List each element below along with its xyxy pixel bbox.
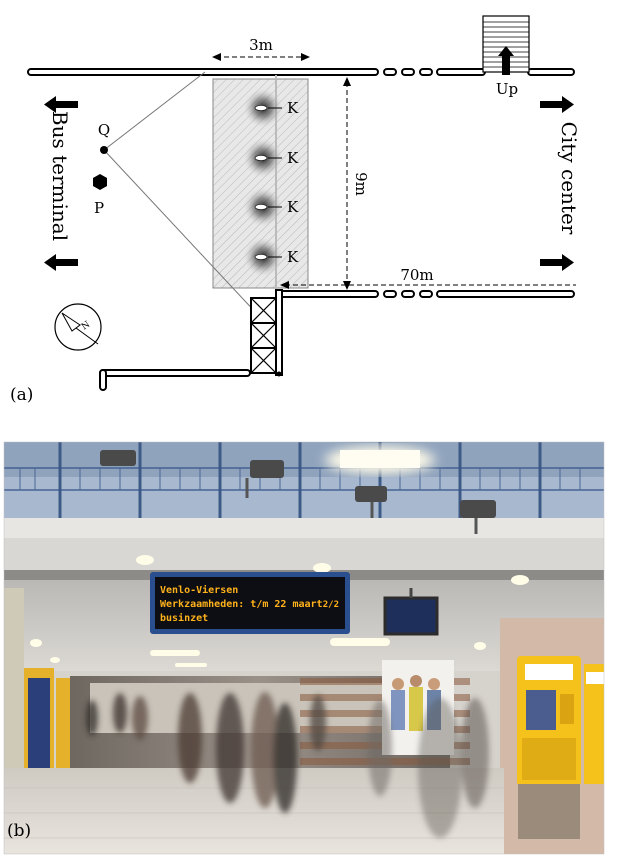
pedestrians <box>86 692 489 838</box>
ticket-machine <box>517 656 581 839</box>
direction-arrows <box>44 96 574 271</box>
camera-view-lines <box>103 71 273 331</box>
sign-line: Werkzaamheden: t/m 22 maart <box>160 599 323 610</box>
right-arrow-icon <box>540 96 574 113</box>
sign-line: Venlo-Viersen <box>160 584 238 596</box>
kiosk-label: K <box>287 248 299 266</box>
point-p-label: P <box>94 199 104 217</box>
ceiling-lights <box>30 555 529 667</box>
panel-b-label: (b) <box>7 821 31 841</box>
station-photo: Venlo-Viersen Werkzaamheden: t/m 22 maar… <box>3 441 605 855</box>
kiosk: K <box>243 187 299 227</box>
left-arrow-icon <box>44 254 78 271</box>
city-center-label: City center <box>557 122 581 235</box>
balcony-edge <box>4 518 604 538</box>
lower-corridor <box>99 289 283 391</box>
ticket-machine <box>584 664 604 784</box>
dimension-9m-label: 9m <box>352 172 370 196</box>
compass-icon: N <box>54 303 102 351</box>
point-q-label: Q <box>98 121 110 139</box>
sign-line: businzet <box>160 612 208 624</box>
kiosk-group: K K K K <box>243 88 299 277</box>
staircase <box>482 15 530 75</box>
panel-a-label: (a) <box>10 385 33 405</box>
left-arrow-icon <box>44 96 78 113</box>
floor-plan-diagram: Up K K K K <box>10 15 581 405</box>
dimension-3m <box>212 53 310 61</box>
departure-sign: Venlo-Viersen Werkzaamheden: t/m 22 maar… <box>150 572 350 634</box>
kiosk: K <box>243 88 299 128</box>
top-wall <box>27 68 575 76</box>
dimension-70m <box>280 281 576 289</box>
kiosk-label: K <box>287 99 299 117</box>
bottom-wall <box>277 290 575 298</box>
right-arrow-icon <box>540 254 574 271</box>
sign-page-indicator: 2/2 <box>323 600 339 610</box>
point-q-marker <box>100 146 108 154</box>
bus-terminal-label: Bus terminal <box>48 111 72 241</box>
stairs-up-label: Up <box>496 80 518 98</box>
information-screen <box>383 588 439 636</box>
kiosk: K <box>243 237 299 277</box>
dimension-3m-label: 3m <box>249 36 273 54</box>
upper-glass-facade <box>4 442 604 522</box>
security-cameras <box>100 450 496 534</box>
point-p-marker <box>93 174 107 190</box>
kiosk-label: K <box>287 149 299 167</box>
dimension-70m-label: 70m <box>400 266 433 284</box>
kiosk: K <box>243 138 299 178</box>
dimension-9m <box>343 77 351 290</box>
kiosk-label: K <box>287 198 299 216</box>
